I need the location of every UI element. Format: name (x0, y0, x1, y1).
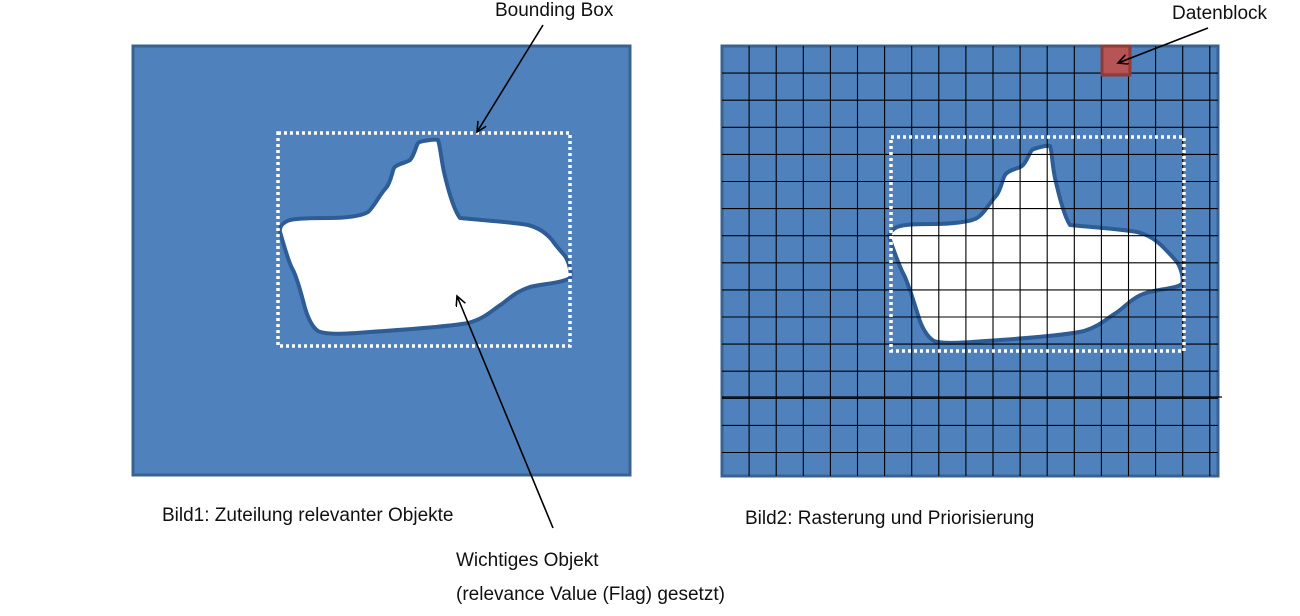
figure-1 (131, 44, 632, 477)
caption-figure-2: Bild2: Rasterung und Priorisierung (745, 508, 1035, 529)
important-object-label: Wichtiges Objekt (456, 550, 599, 571)
caption-figure-1: Bild1: Zuteilung relevanter Objekte (162, 505, 454, 526)
raster-grid (722, 46, 1218, 476)
figure-2 (720, 44, 1222, 478)
important-object-shape (277, 137, 573, 336)
bounding-box-2 (889, 135, 1186, 353)
datenblock-label: Datenblock (1172, 3, 1268, 24)
bounding-box-1 (276, 131, 572, 348)
important-object-sublabel: (relevance Value (Flag) gesetzt) (456, 584, 725, 605)
bounding-box-arrow (477, 24, 544, 132)
datenblock-arrow (1118, 27, 1209, 63)
bounding-box-label: Bounding Box (495, 0, 614, 21)
important-object-arrow (457, 296, 554, 529)
